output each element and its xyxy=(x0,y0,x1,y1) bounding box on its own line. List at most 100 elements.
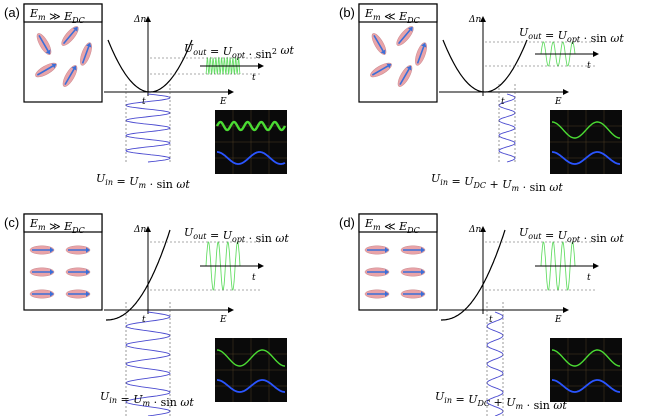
box-title: Em ≪ EDC xyxy=(364,217,420,235)
molecule xyxy=(65,267,91,277)
box-title: Em ≫ EDC xyxy=(29,7,85,25)
molecule-arrowhead xyxy=(51,63,57,69)
box-title-frame xyxy=(358,3,438,23)
molecule-arrowhead xyxy=(50,291,54,297)
molecule-arrow xyxy=(399,68,410,86)
input-equation: Uin = Um · sin ωt xyxy=(96,172,190,191)
molecule-arrow xyxy=(373,34,384,52)
y-axis-label: Δn xyxy=(133,225,146,235)
molecule-arrowhead xyxy=(72,26,78,32)
molecule-arrowhead xyxy=(86,42,92,48)
molecule-arrowhead xyxy=(385,247,389,253)
output-equation: Uout = Uopt · sin ωt xyxy=(519,226,624,245)
box-title-frame xyxy=(23,3,103,23)
molecule xyxy=(364,267,390,277)
output-equation: Uout = Uopt · sin2 ωt xyxy=(184,42,294,61)
t-label-input: t xyxy=(501,97,505,107)
molecule xyxy=(36,33,52,55)
response-curve xyxy=(441,229,506,321)
box-title: Em ≫ EDC xyxy=(29,217,85,235)
x-axis-arrow xyxy=(228,307,234,313)
molecule xyxy=(415,42,427,66)
molecule-arrowhead xyxy=(421,247,425,253)
output-equation: Uout = Uopt · sin ωt xyxy=(519,26,624,45)
molecule xyxy=(80,42,92,66)
x-axis-label: E xyxy=(554,97,562,107)
y-axis-arrow xyxy=(480,16,486,22)
x-axis-arrow xyxy=(228,89,234,95)
panel-label: (b) xyxy=(339,5,355,20)
molecule-arrow xyxy=(62,29,76,45)
y-axis-label: Δn xyxy=(468,225,481,235)
input-equation: Uin = Um · sin ωt xyxy=(100,390,194,409)
molecule-arrowhead xyxy=(407,26,413,32)
box-title: Em ≪ EDC xyxy=(364,7,420,25)
x-axis-arrow xyxy=(563,89,569,95)
input-wave xyxy=(125,93,171,163)
panel-label: (d) xyxy=(339,215,355,230)
t-label-input: t xyxy=(142,97,146,107)
molecule xyxy=(62,65,78,87)
molecule xyxy=(400,245,426,255)
scope-trace-input xyxy=(217,151,286,165)
output-time-arrow xyxy=(593,51,599,57)
molecule xyxy=(65,245,91,255)
output-time-arrow xyxy=(258,63,264,69)
output-time-arrow xyxy=(258,263,264,269)
t-label-input: t xyxy=(142,315,146,325)
response-curve xyxy=(106,229,171,321)
molecule-arrow xyxy=(371,65,389,76)
molecule-arrowhead xyxy=(385,291,389,297)
molecule-arrow xyxy=(416,46,425,64)
y-axis-label: Δn xyxy=(133,15,146,25)
molecule-arrowhead xyxy=(45,49,51,55)
t-label-output: t xyxy=(587,61,591,71)
input-equation: Uin = UDC + Um · sin ωt xyxy=(435,390,567,412)
panel-label: (c) xyxy=(4,215,19,230)
scope-trace-input xyxy=(217,379,285,393)
x-axis-arrow xyxy=(563,307,569,313)
input-equation: Uin = UDC + Um · sin ωt xyxy=(431,172,563,194)
y-axis-label: Δn xyxy=(468,15,481,25)
scope-trace-output xyxy=(552,121,620,139)
molecule xyxy=(364,245,390,255)
molecule xyxy=(29,245,55,255)
molecule xyxy=(35,62,57,78)
response-curve xyxy=(107,39,193,93)
molecule-arrow xyxy=(397,29,411,45)
t-label-output: t xyxy=(587,273,591,283)
response-curve xyxy=(442,39,528,93)
scope-trace-input xyxy=(552,151,620,165)
box-title-frame xyxy=(23,213,103,233)
x-axis-label: E xyxy=(219,315,227,325)
scope-trace-output xyxy=(217,349,285,367)
scope-trace-output xyxy=(552,349,620,367)
molecule xyxy=(61,26,79,46)
molecule xyxy=(400,267,426,277)
t-label-output: t xyxy=(252,273,256,283)
molecule-arrowhead xyxy=(50,269,54,275)
x-axis-label: E xyxy=(219,97,227,107)
y-axis-arrow xyxy=(145,226,151,232)
molecule-arrowhead xyxy=(71,65,77,71)
scope-trace-output xyxy=(215,120,287,132)
molecule-arrowhead xyxy=(50,247,54,253)
box-title-frame xyxy=(358,213,438,233)
molecule xyxy=(65,289,91,299)
molecule-arrowhead xyxy=(385,269,389,275)
molecule xyxy=(364,289,390,299)
molecule xyxy=(371,33,387,55)
molecule-arrowhead xyxy=(421,269,425,275)
y-axis-arrow xyxy=(145,16,151,22)
output-equation: Uout = Uopt · sin ωt xyxy=(184,226,289,245)
molecule-arrow xyxy=(64,68,75,86)
molecule-arrow xyxy=(81,46,90,64)
molecule xyxy=(370,62,392,78)
molecule-arrowhead xyxy=(421,42,427,48)
panel-label: (a) xyxy=(4,5,20,20)
molecule-arrowhead xyxy=(86,247,90,253)
